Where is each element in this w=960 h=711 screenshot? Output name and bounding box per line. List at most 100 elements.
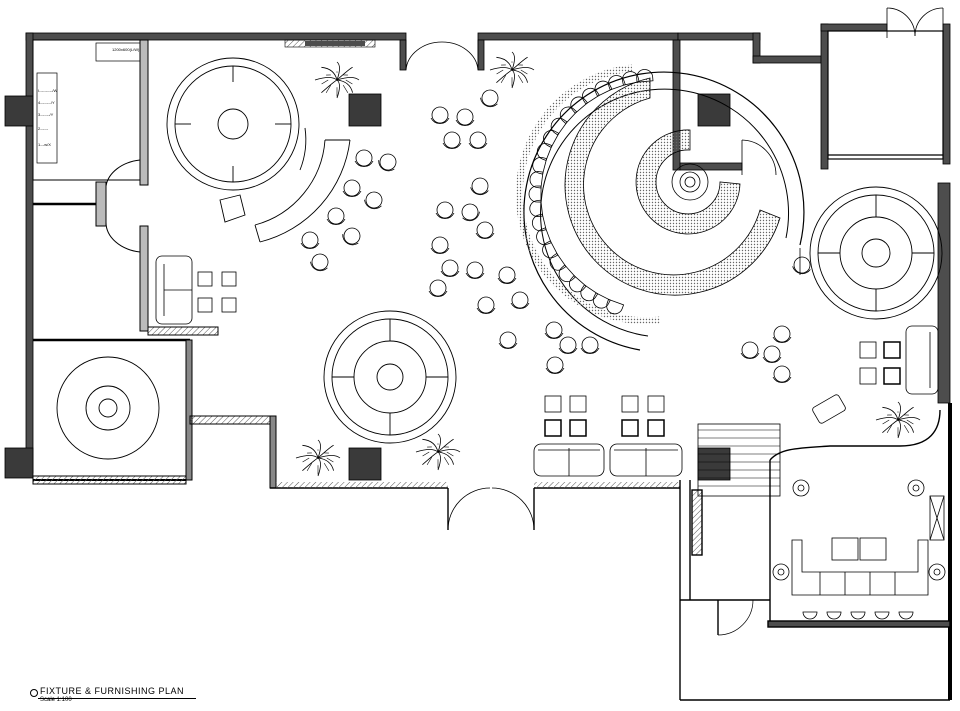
bar-stool [549, 252, 567, 271]
top-entrance-door [405, 40, 479, 71]
lower-right-wing [679, 403, 952, 701]
top-threshold [284, 39, 376, 48]
bar-stool [542, 240, 559, 259]
lounge-chair [510, 291, 530, 309]
bar-stool [529, 171, 544, 189]
bar-stool [622, 71, 640, 86]
bar-counter-ring [564, 77, 781, 296]
lounge-chair [772, 365, 792, 383]
bar-stool [550, 117, 568, 136]
bar-stool [559, 106, 578, 125]
lounge-chair [497, 266, 517, 284]
bar-stool [608, 75, 626, 91]
bar-stool [543, 130, 560, 148]
counter-stool [802, 611, 818, 620]
list-row-4: 2------ [38, 126, 49, 131]
bar-stool [536, 143, 553, 161]
lounge-chair [558, 336, 578, 354]
lounge-chair [480, 89, 499, 108]
plant-icon [489, 51, 535, 89]
lounge-chair [792, 256, 811, 275]
stairs [697, 423, 781, 497]
drawing-title: FIXTURE & FURNISHING PLAN [40, 686, 185, 696]
left-room-round-rug [56, 356, 160, 460]
lounge-chair [300, 231, 320, 249]
lounge-chair [430, 106, 450, 124]
decor-pot-icon [928, 563, 946, 581]
round-booth-right [809, 186, 943, 320]
title-underline [38, 698, 196, 699]
lounge-chair [440, 259, 460, 277]
bar-stool [569, 275, 587, 293]
stair-outline [697, 423, 781, 497]
list-row-1: I----------/W [38, 88, 58, 93]
exterior-walls [25, 23, 951, 474]
right-upper-room [827, 30, 944, 160]
lounge-chair [468, 131, 488, 149]
lounge-chair [435, 201, 455, 219]
right-lounge-furniture [812, 325, 939, 424]
plant-icon [314, 61, 360, 99]
counter-stool [898, 611, 914, 620]
drawing-scale: Scale 1:100 [40, 697, 72, 703]
left-lounge-sofa [155, 255, 237, 325]
decor-pot-icon [907, 479, 925, 497]
list-row-5: 1---w/X [38, 142, 51, 147]
round-booth-center [323, 310, 457, 444]
bar-stool [594, 80, 613, 97]
bottom-lounge-furniture [533, 395, 683, 477]
lounge-chair [544, 321, 564, 339]
lounge-chair [475, 221, 495, 239]
potted-plants [295, 51, 921, 477]
lounge-chair [378, 153, 397, 172]
lounge-chair [461, 203, 480, 222]
lounge-chair [310, 253, 329, 272]
bar-stool [528, 185, 542, 203]
bar-stool [581, 87, 600, 105]
lounge-chair [428, 279, 448, 297]
lounge-chair [762, 345, 782, 363]
lounge-chair [545, 356, 565, 374]
title-marker-icon [30, 689, 38, 697]
plant-icon [295, 439, 341, 477]
lounge-chair [580, 336, 600, 354]
counter-stool [874, 611, 890, 620]
bar-stool [558, 264, 576, 283]
loose-chairs [300, 89, 811, 383]
top-right-door [886, 7, 944, 38]
lounge-chair [442, 131, 462, 149]
lounge-chair [772, 325, 792, 343]
plant-icon [415, 433, 461, 471]
structural-columns [4, 93, 731, 481]
top-left-cabinet [36, 42, 141, 164]
lower-right-sectional [791, 495, 945, 596]
lounge-chair [465, 261, 485, 279]
bar-stools [528, 69, 654, 315]
lounge-chair [342, 179, 362, 197]
plant-icon [875, 401, 921, 439]
round-booth-top-left [166, 57, 351, 243]
bottom-walls [270, 482, 680, 531]
bar-stool [531, 213, 547, 232]
cabinet-label: 1200x600(L/W) [112, 47, 140, 52]
bar-stool [532, 157, 548, 175]
lounge-chair [354, 149, 374, 167]
lounge-chair [342, 227, 361, 246]
lounge-chair [470, 177, 489, 196]
decor-pot-icon [772, 563, 790, 581]
lounge-chair [740, 341, 760, 359]
bar-stool [570, 96, 589, 114]
counter-stool [826, 611, 842, 620]
lounge-chair [498, 331, 518, 349]
decor-pot-icon [792, 479, 810, 497]
lounge-chair [476, 296, 496, 314]
lounge-chair [430, 236, 450, 254]
bar-stool [606, 298, 625, 315]
bar-stool [636, 69, 654, 83]
lounge-chair [326, 207, 346, 225]
left-rooms [32, 39, 277, 489]
lower-right-decor [772, 479, 946, 620]
bar-stool [529, 199, 544, 217]
counter-stool [850, 611, 866, 620]
